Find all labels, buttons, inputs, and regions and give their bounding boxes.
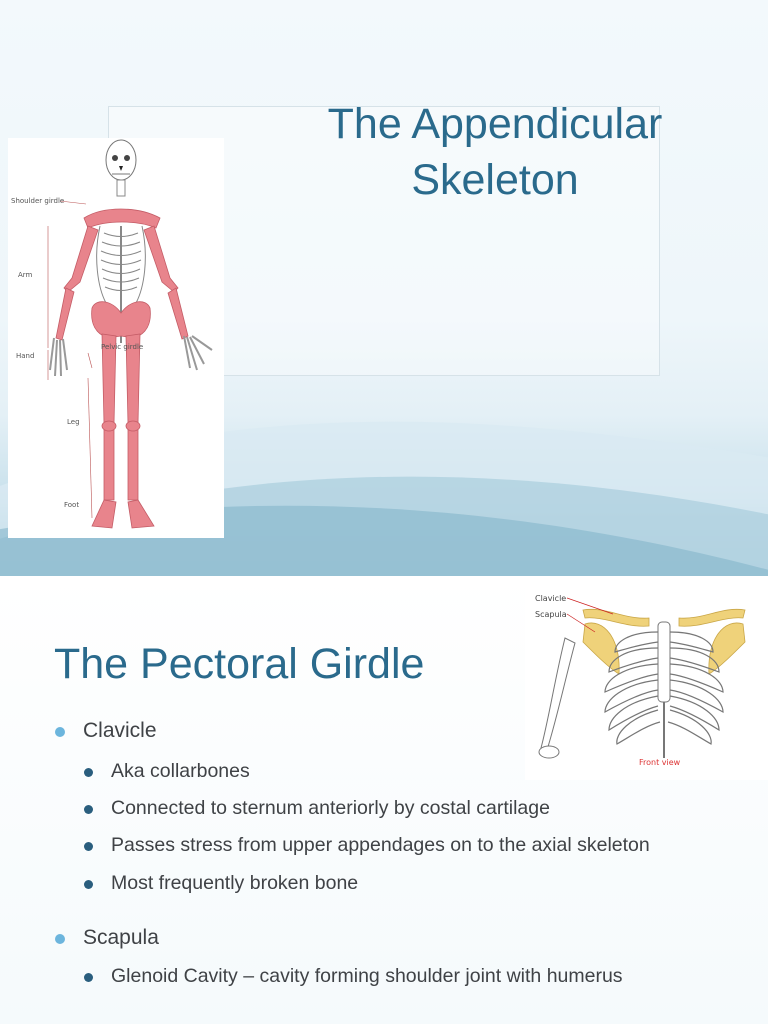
- skeleton-figure-icon: [47, 139, 213, 529]
- slide-pectoral-girdle: The Pectoral Girdle: [0, 576, 768, 1024]
- ribcage-figure-icon: [538, 597, 746, 759]
- bullet-dot-icon: [55, 727, 65, 737]
- bullet-dot-icon: [84, 842, 93, 851]
- bullet-dot-icon: [84, 880, 93, 889]
- label-leg: Leg: [67, 418, 80, 426]
- pectoral-girdle-diagram: Clavicle Scapula Front view: [525, 588, 768, 780]
- slide-title: The Appendicular Skeleton: [300, 96, 690, 208]
- label-front-view: Front view: [639, 758, 681, 767]
- title-line-2: Skeleton: [411, 156, 579, 204]
- slide-title: The Pectoral Girdle: [54, 640, 425, 688]
- bullet-dot-icon: [84, 805, 93, 814]
- label-shoulder-girdle: Shoulder girdle: [11, 197, 65, 205]
- label-arm: Arm: [18, 271, 33, 279]
- label-pelvic-girdle: Pelvic girdle: [101, 343, 144, 351]
- skeleton-diagram: Shoulder girdle Arm Hand Pelvic girdle L…: [8, 138, 224, 538]
- slide-appendicular-skeleton: The Appendicular Skeleton: [0, 0, 768, 576]
- label-hand: Hand: [16, 352, 35, 360]
- label-clavicle: Clavicle: [535, 594, 567, 603]
- label-scapula: Scapula: [535, 610, 567, 619]
- bullet-dot-icon: [55, 934, 65, 944]
- bullet-dot-icon: [84, 973, 93, 982]
- title-line-1: The Appendicular: [327, 100, 663, 148]
- label-foot: Foot: [64, 501, 80, 509]
- bullet-dot-icon: [84, 768, 93, 777]
